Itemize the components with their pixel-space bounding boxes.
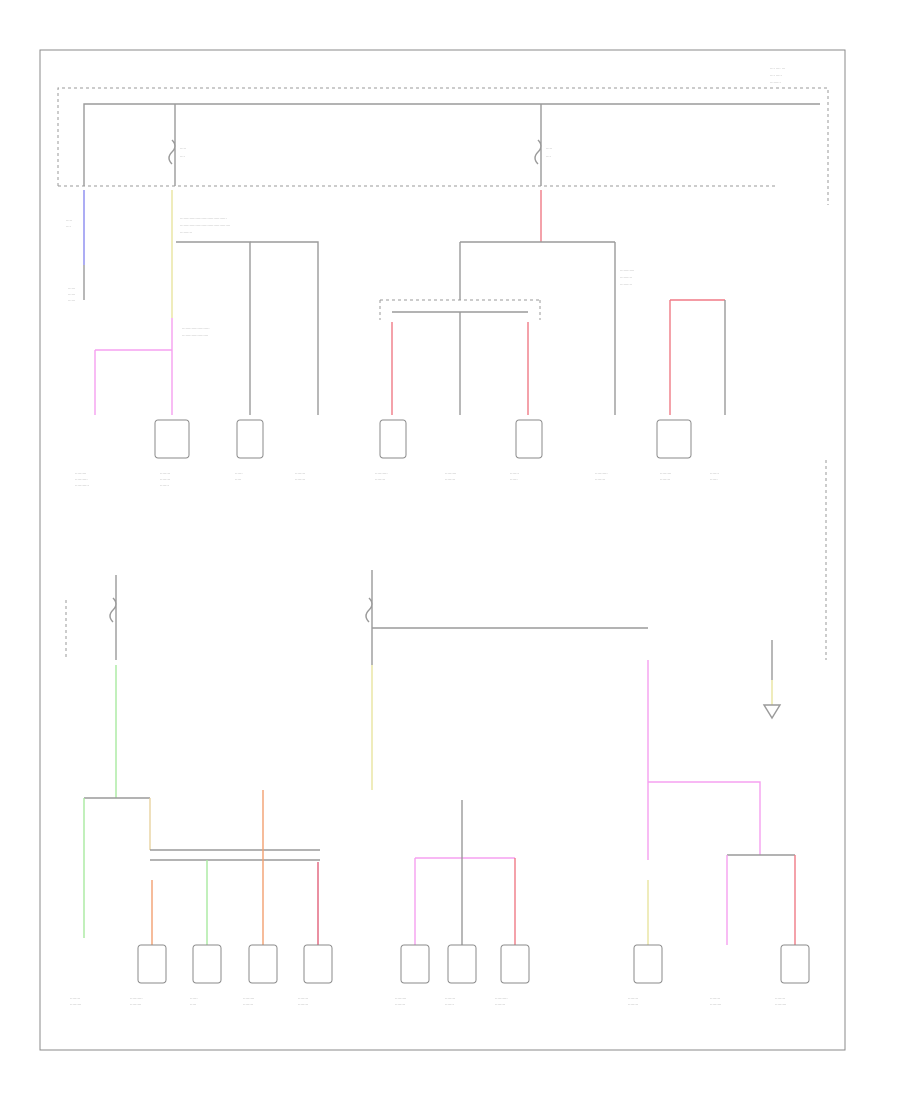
svg-text:·········: ········· <box>75 472 86 476</box>
svg-text:·········: ········· <box>710 1003 721 1007</box>
svg-text:··········: ·········· <box>595 472 608 476</box>
svg-text:············: ············ <box>620 269 634 273</box>
branch-yellow-center <box>371 665 516 945</box>
svg-text:··········: ·········· <box>375 472 388 476</box>
svg-text:·········: ········· <box>775 1003 786 1007</box>
diagram-border <box>39 49 846 1051</box>
svg-text:··········: ·········· <box>620 276 632 280</box>
svg-text:········: ········ <box>495 1003 505 1007</box>
top-feed: ···· ···· ··· ···· ····· ········· <box>57 67 829 205</box>
branch-red-top: ············ ·········· ·········· <box>379 190 726 415</box>
svg-text:······: ······ <box>510 478 518 482</box>
fuse-top-left: ····· ···· <box>168 104 186 186</box>
svg-text:·········: ········· <box>130 1003 141 1007</box>
svg-text:······: ······ <box>235 472 243 476</box>
svg-text:········: ········ <box>243 1003 253 1007</box>
bottom-connectors <box>137 944 810 984</box>
svg-text:·····: ····· <box>190 1003 196 1007</box>
svg-text:···· ·····: ···· ····· <box>770 74 782 78</box>
svg-text:········: ········ <box>395 1003 405 1007</box>
svg-text:······················: ······················ <box>182 334 208 338</box>
svg-text:·····: ····· <box>180 147 186 151</box>
svg-text:·········: ········· <box>395 997 406 1001</box>
svg-text:······: ······ <box>710 478 718 482</box>
svg-text:·····: ····· <box>546 147 552 151</box>
svg-text:·········: ········· <box>445 472 456 476</box>
branch-green <box>83 665 320 945</box>
svg-text:··········: ·········· <box>620 283 632 287</box>
svg-text:·······················: ······················· <box>182 327 210 331</box>
svg-text:········: ········ <box>628 1003 638 1007</box>
svg-text:··········: ·········· <box>495 997 508 1001</box>
svg-text:·······: ······· <box>710 472 719 476</box>
svg-text:········: ········ <box>595 478 605 482</box>
svg-text:········: ········ <box>70 997 80 1001</box>
svg-text:········: ········ <box>298 997 308 1001</box>
svg-text:··········: ·········· <box>180 231 192 235</box>
svg-text:········: ········ <box>628 997 638 1001</box>
svg-text:······: ······ <box>190 997 198 1001</box>
top-component-labels: ········· ·········· ··········· ·······… <box>75 472 719 488</box>
svg-text:·········: ········· <box>243 997 254 1001</box>
branch-blue: ····· ···· ······ ······ ······ <box>66 190 85 303</box>
svg-text:········: ········ <box>710 997 720 1001</box>
fuse-top-right: ····· ···· <box>534 104 552 186</box>
branch-yellow-pink: ······································· … <box>94 190 319 415</box>
svg-text:·······: ······· <box>160 484 169 488</box>
bottom-component-labels: ········ ········· ·········· ········· … <box>70 997 786 1007</box>
top-connectors <box>154 419 692 459</box>
svg-text:·····: ····· <box>235 478 241 482</box>
svg-text:·······: ······· <box>510 472 519 476</box>
svg-text:········: ········ <box>775 997 785 1001</box>
svg-text:········: ········ <box>295 478 305 482</box>
svg-text:·····: ····· <box>66 219 72 223</box>
svg-text:········: ········ <box>160 472 170 476</box>
svg-text:········: ········ <box>660 478 670 482</box>
svg-text:····: ···· <box>180 155 185 159</box>
svg-text:···········: ··········· <box>75 484 89 488</box>
svg-text:······: ······ <box>68 287 75 291</box>
svg-text:········: ········ <box>160 478 170 482</box>
branch-pink-right <box>647 640 796 945</box>
svg-text:··········: ·········· <box>75 478 88 482</box>
svg-text:······: ······ <box>68 293 75 297</box>
svg-text:······: ······ <box>68 299 75 303</box>
svg-text:·······: ······· <box>445 1003 454 1007</box>
svg-text:········: ········ <box>445 997 455 1001</box>
svg-text:········: ········ <box>445 478 455 482</box>
bottom-feeds <box>65 460 827 665</box>
svg-text:········: ········ <box>298 1003 308 1007</box>
svg-text:····: ···· <box>546 155 551 159</box>
svg-text:······························: ········································… <box>180 224 230 228</box>
svg-text:·········: ········· <box>770 81 781 85</box>
svg-text:········: ········ <box>375 478 385 482</box>
svg-text:········: ········ <box>295 472 305 476</box>
svg-text:·········: ········· <box>660 472 671 476</box>
svg-text:·········: ········· <box>70 1003 81 1007</box>
svg-text:···· ···· ···: ···· ···· ··· <box>770 67 785 71</box>
svg-text:······························: ······································· <box>180 217 227 221</box>
svg-text:····: ···· <box>66 225 71 229</box>
svg-text:··········: ·········· <box>130 997 143 1001</box>
